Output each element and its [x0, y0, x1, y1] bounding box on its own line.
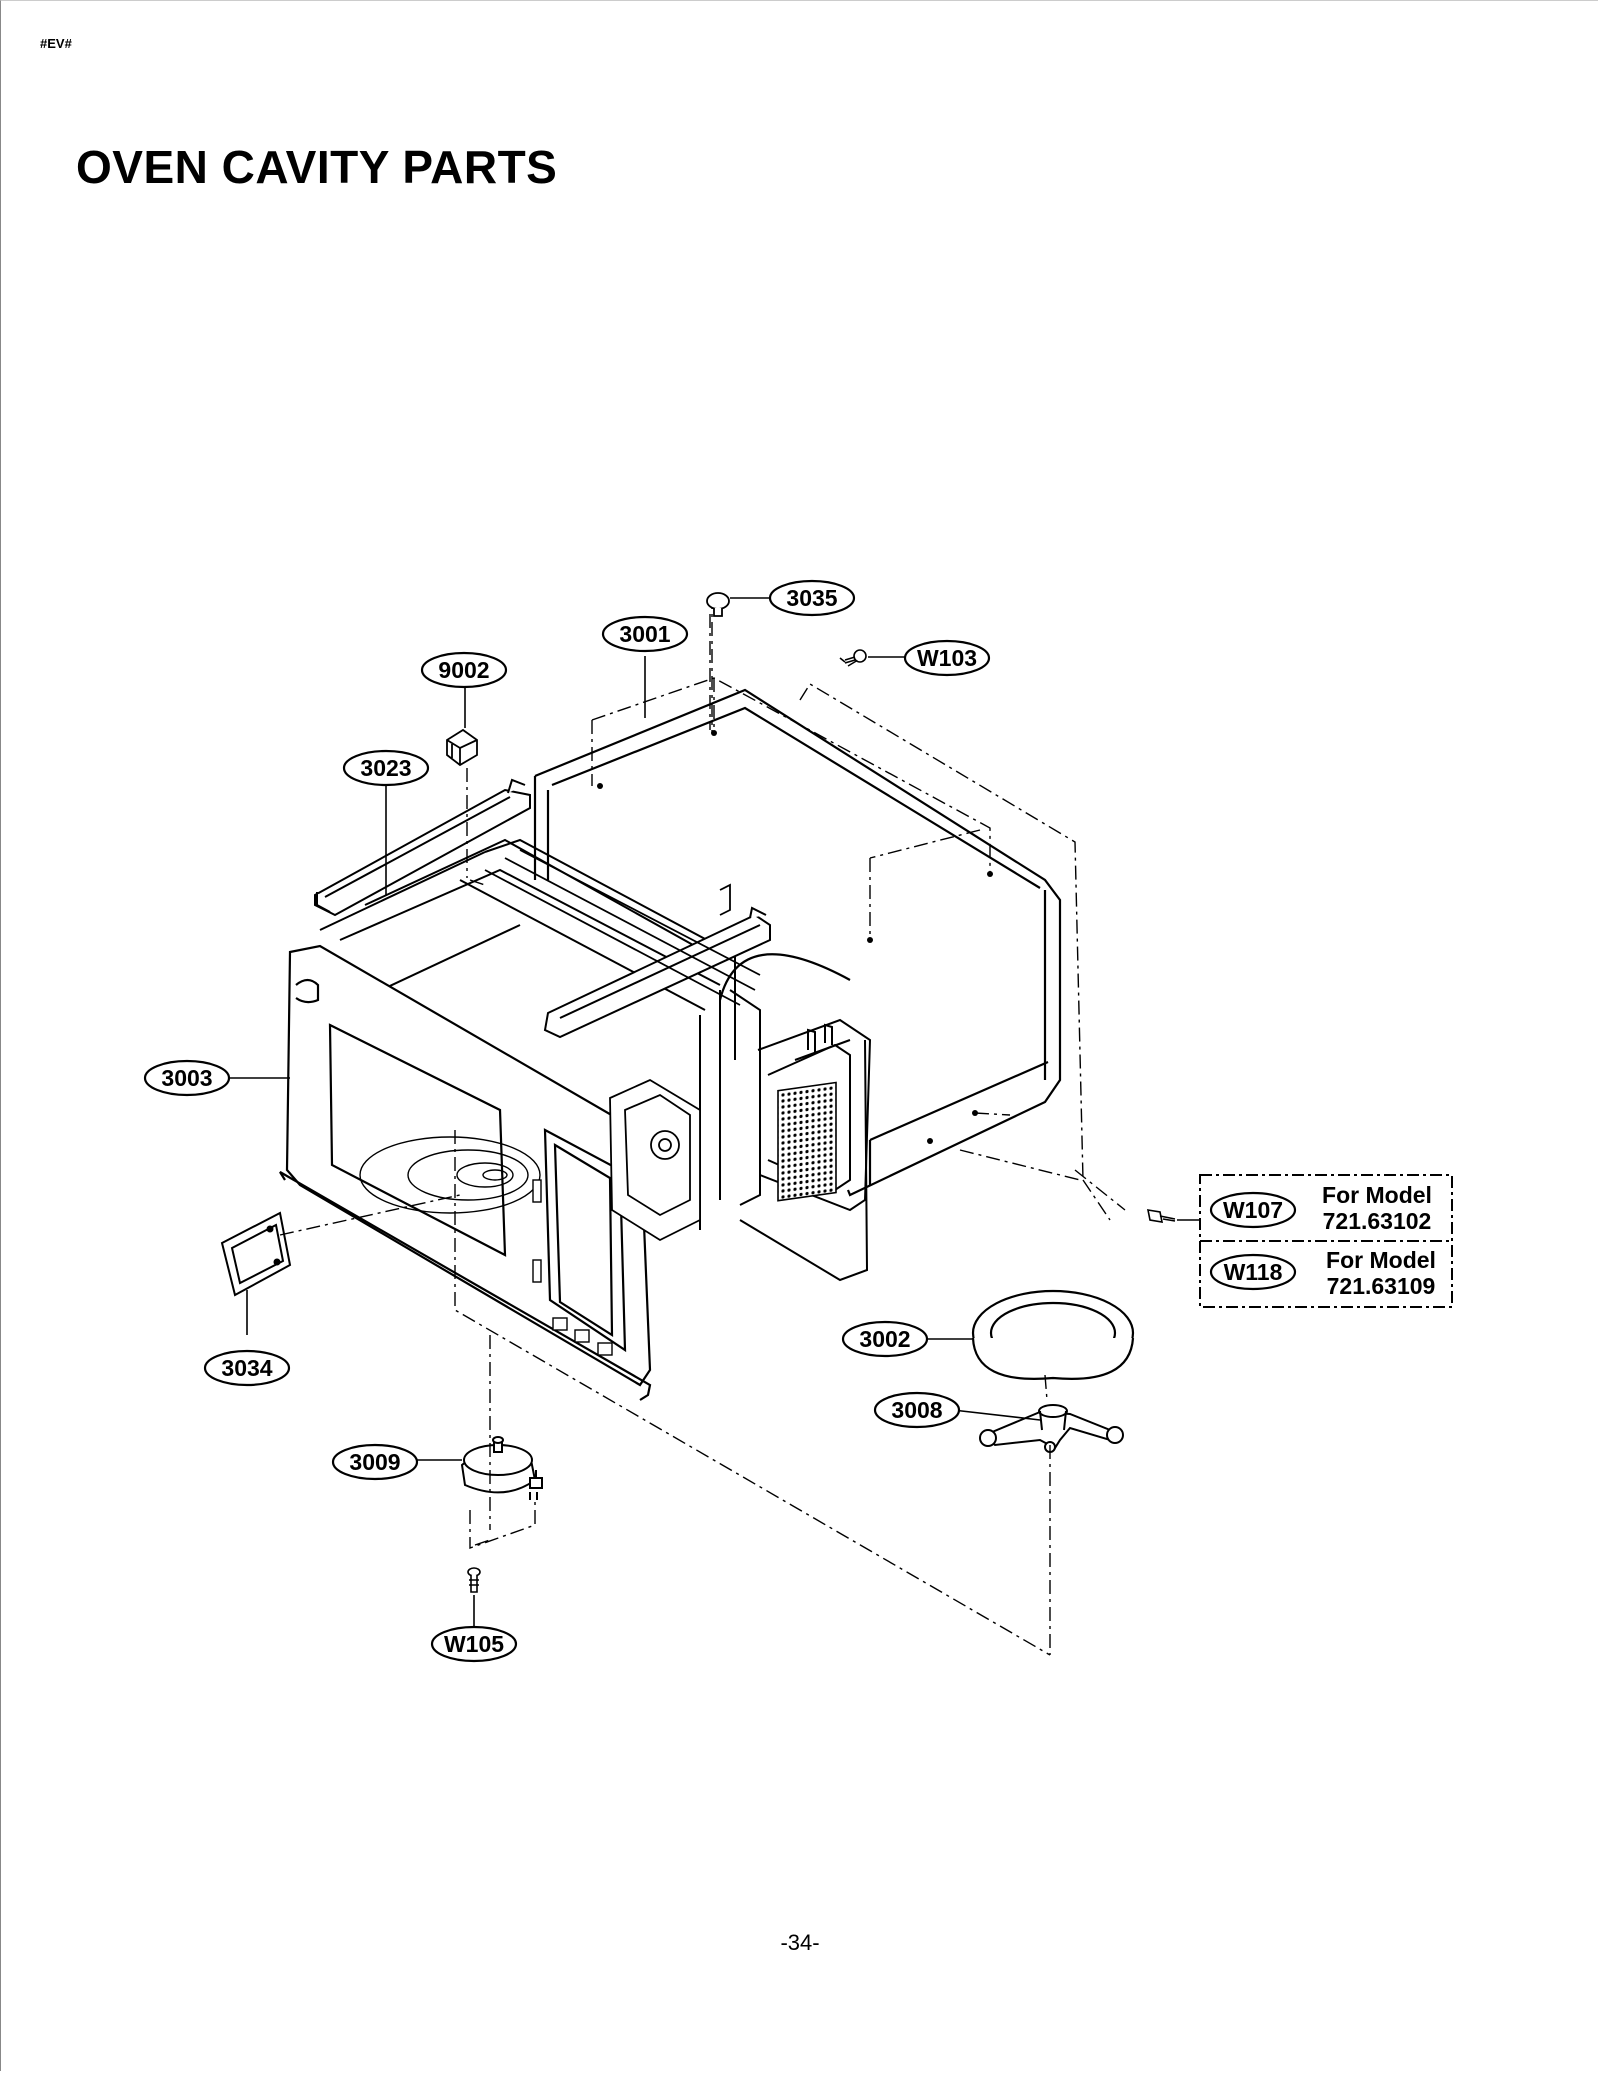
model-variant-box: W107 For Model 721.63102 W118 For Model …	[1199, 1174, 1453, 1308]
leader-lines	[230, 597, 1207, 1628]
model-label-w118: For Model	[1326, 1247, 1436, 1273]
svg-text:W105: W105	[444, 1631, 504, 1657]
inner-top-rails	[484, 849, 761, 1006]
part-3002-glass-tray	[971, 1289, 1135, 1380]
callout-3003: 3003	[143, 1059, 231, 1097]
model-number-w118: 721.63109	[1327, 1273, 1436, 1299]
cavity-grill	[777, 1081, 837, 1202]
svg-text:3035: 3035	[786, 585, 837, 611]
svg-text:3003: 3003	[161, 1065, 212, 1091]
part-9002-block	[446, 728, 478, 767]
callout-3034: 3034	[203, 1349, 291, 1387]
callout-3023: 3023	[342, 749, 430, 787]
svg-text:3009: 3009	[349, 1449, 400, 1475]
svg-text:3002: 3002	[859, 1326, 910, 1352]
model-label-w107: For Model	[1322, 1182, 1432, 1208]
top-rail-right-3023	[543, 906, 771, 1039]
assembly-alignment-lines	[279, 614, 1051, 1656]
callout-3008: 3008	[873, 1391, 961, 1429]
callout-9002: 9002	[420, 651, 508, 689]
callout-w107: W107	[1209, 1191, 1297, 1229]
svg-text:W103: W103	[917, 645, 977, 671]
svg-text:3034: 3034	[221, 1355, 272, 1381]
part-w107-screw	[1146, 1209, 1176, 1223]
front-plate-slots	[532, 1179, 613, 1356]
callout-3009: 3009	[331, 1443, 419, 1481]
part-3035-cap	[706, 592, 730, 617]
svg-text:W118: W118	[1224, 1259, 1283, 1285]
svg-text:9002: 9002	[438, 657, 489, 683]
page-number: -34-	[780, 1930, 820, 1955]
turntable-in-cavity	[359, 1136, 541, 1214]
top-rail-left-3023	[314, 778, 531, 917]
callout-w118: W118	[1209, 1253, 1297, 1291]
callout-3001: 3001	[601, 615, 689, 653]
part-3034-cover	[220, 1211, 292, 1297]
callout-3002: 3002	[841, 1320, 929, 1358]
svg-text:3023: 3023	[360, 755, 411, 781]
case-alignment-lines	[591, 595, 1126, 1221]
svg-text:W107: W107	[1223, 1197, 1283, 1223]
svg-text:3001: 3001	[619, 621, 670, 647]
part-3009-motor	[460, 1436, 543, 1500]
svg-text:3008: 3008	[891, 1397, 942, 1423]
model-number-w107: 721.63102	[1323, 1208, 1432, 1234]
callout-w103: W103	[903, 639, 991, 677]
page-title: OVEN CAVITY PARTS	[76, 141, 558, 193]
part-w103-screw	[839, 649, 867, 664]
waveguide-bracket	[609, 1078, 701, 1242]
callout-w105: W105	[430, 1625, 518, 1663]
doc-code: #EV#	[40, 36, 72, 51]
callout-3035: 3035	[768, 579, 856, 617]
part-3008-roller-guide	[979, 1404, 1124, 1453]
part-w105-screw	[467, 1567, 481, 1593]
